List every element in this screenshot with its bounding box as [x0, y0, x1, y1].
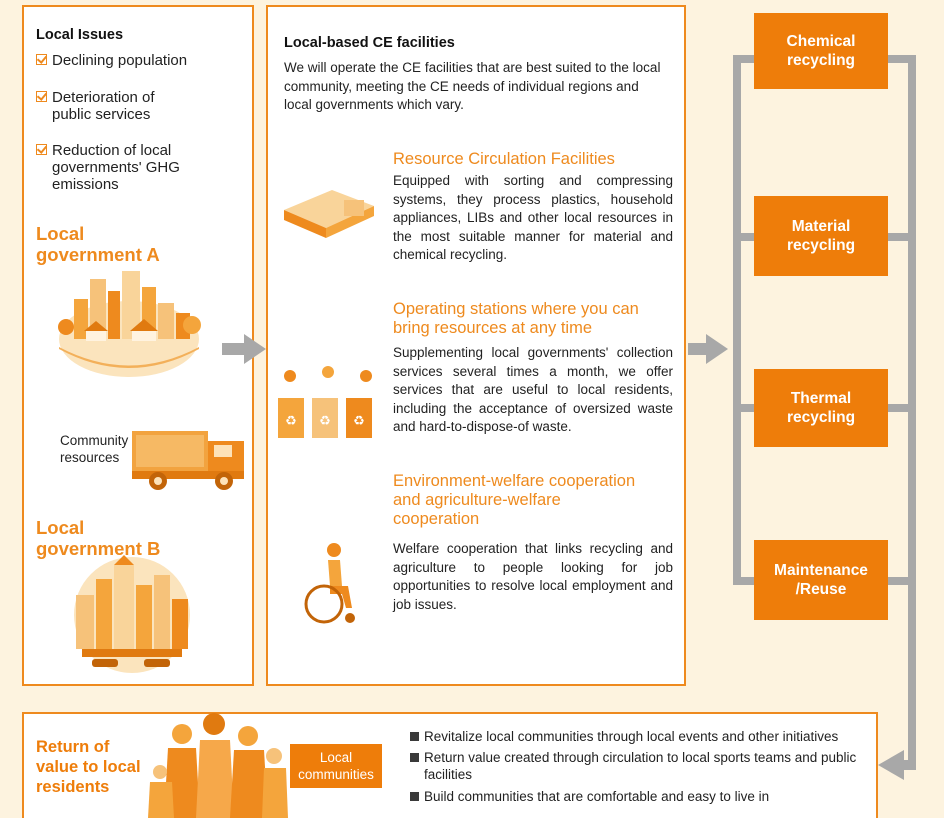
benefit-text: Return value created through circulation…: [424, 750, 857, 782]
svg-text:♻: ♻: [285, 413, 297, 428]
bullet-square-icon: [410, 753, 419, 762]
bullet-square-icon: [410, 732, 419, 741]
local-issues-title: Local Issues: [36, 27, 124, 43]
section-heading: Environment-welfare cooperation and agri…: [393, 472, 636, 528]
connector-line: [733, 55, 758, 63]
local-communities-badge: Local communities: [290, 744, 382, 788]
return-value-title: Return of value to local residents: [36, 738, 141, 796]
maintenance-reuse-box: Maintenance /Reuse: [754, 540, 888, 620]
section-heading: Operating stations where you can bring r…: [393, 300, 639, 337]
arrow-right-icon: [688, 334, 728, 364]
section-text: Supplementing local governments' collect…: [393, 345, 673, 434]
issue-text: Declining population: [52, 52, 188, 69]
issue-text: Reduction of local governments' GHG emis…: [52, 142, 180, 193]
section-heading: Resource Circulation Facilities: [393, 150, 615, 168]
connector-line: [884, 404, 912, 412]
benefit-text: Build communities that are comfortable a…: [424, 789, 770, 804]
city-a-illustration: [58, 271, 201, 377]
community-resources-label: Community resources: [60, 432, 129, 466]
arrow-left-icon: [878, 750, 904, 780]
city-b-illustration: [74, 555, 190, 673]
connector-line: [733, 233, 758, 241]
svg-text:♻: ♻: [319, 413, 331, 428]
connector-line: [898, 760, 916, 770]
local-government-a-label: Local government A: [36, 223, 160, 265]
svg-text:♻: ♻: [353, 413, 365, 428]
connector-line: [884, 55, 912, 63]
residents-group-illustration: [148, 713, 288, 818]
checkbox-icon: [36, 54, 47, 65]
connector-line: [884, 233, 912, 241]
ce-facilities-intro: We will operate the CE facilities that a…: [284, 60, 661, 112]
local-issues-panel: Local Issues Declining population Deteri…: [22, 5, 254, 686]
wheelchair-person-icon: [304, 543, 355, 624]
arrow-right-icon: [222, 334, 266, 364]
factory-icon: [284, 190, 374, 238]
connector-line: [733, 404, 758, 412]
bullet-square-icon: [410, 792, 419, 801]
section-text: Equipped with sorting and compressing sy…: [393, 173, 673, 262]
ce-facilities-title: Local-based CE facilities: [284, 35, 455, 51]
local-government-b-label: Local government B: [36, 517, 161, 559]
connector-line: [733, 577, 758, 585]
truck-icon: [132, 431, 244, 490]
checkbox-icon: [36, 144, 47, 155]
connector-line: [884, 577, 912, 585]
material-recycling-box: Material recycling: [754, 196, 888, 276]
benefit-text: Revitalize local communities through loc…: [424, 729, 839, 744]
checkbox-icon: [36, 91, 47, 102]
issue-text: Deterioration of public services: [52, 89, 155, 123]
connector-line: [733, 55, 741, 585]
connector-line: [908, 55, 916, 767]
recycling-station-icon: ♻ ♻ ♻: [278, 366, 372, 438]
chemical-recycling-box: Chemical recycling: [754, 13, 888, 89]
thermal-recycling-box: Thermal recycling: [754, 369, 888, 447]
section-text: Welfare cooperation that links recycling…: [393, 541, 673, 612]
